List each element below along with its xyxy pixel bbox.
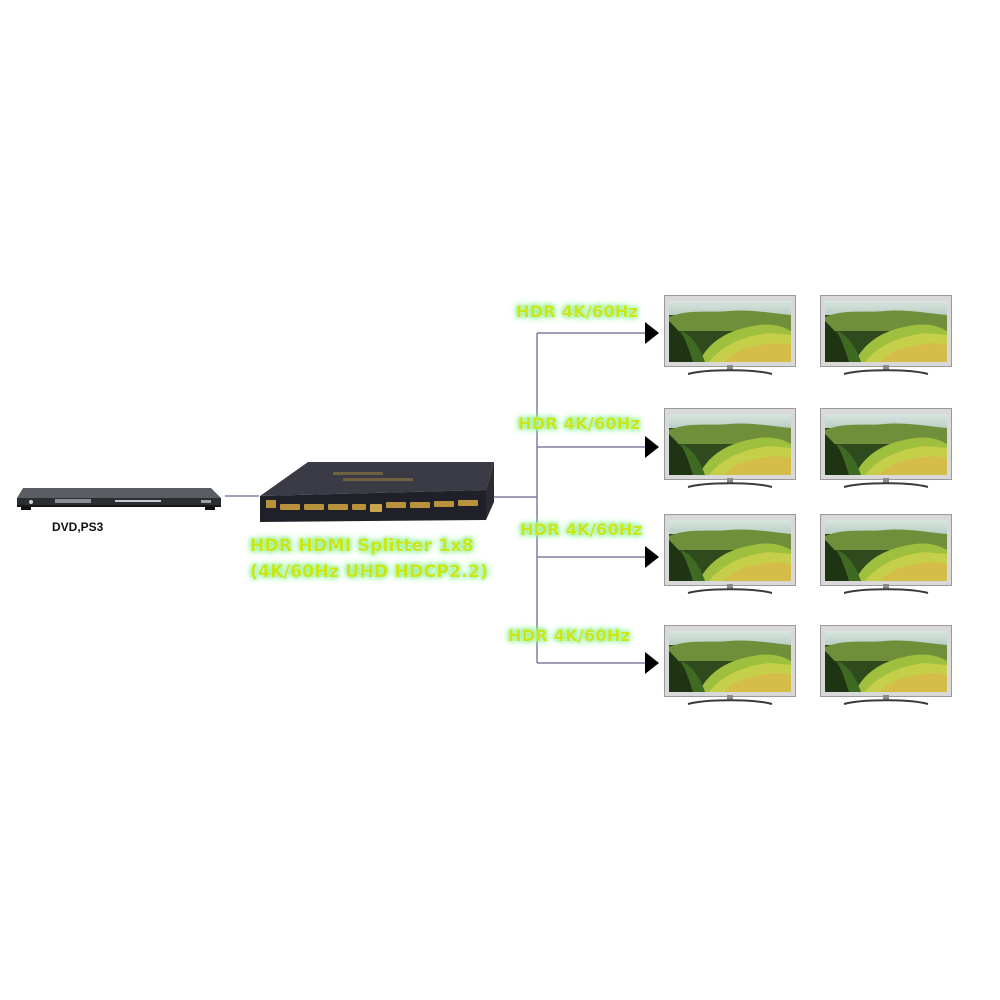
arrow-icon xyxy=(645,546,659,568)
tv-icon xyxy=(820,295,952,380)
arrow-icon xyxy=(645,436,659,458)
tv-icon xyxy=(820,408,952,493)
splitter-title-line1: HDR HDMI Splitter 1x8 xyxy=(250,536,474,556)
output-label-3: HDR 4K/60Hz xyxy=(520,520,643,539)
source-label: DVD,PS3 xyxy=(52,520,104,534)
output-label-4: HDR 4K/60Hz xyxy=(508,626,631,645)
tv-icon xyxy=(664,295,796,380)
arrow-icon xyxy=(645,322,659,344)
arrow-icon xyxy=(645,652,659,674)
output-label-2: HDR 4K/60Hz xyxy=(518,414,641,433)
output-label-1: HDR 4K/60Hz xyxy=(516,302,639,321)
tv-icon xyxy=(664,514,796,599)
tv-icon xyxy=(820,625,952,710)
hdmi-splitter-icon xyxy=(260,462,494,522)
splitter-title-line2: (4K/60Hz UHD HDCP2.2) xyxy=(250,562,489,582)
tv-icon xyxy=(664,625,796,710)
tv-icon xyxy=(820,514,952,599)
dvd-player-icon xyxy=(17,488,221,510)
tv-icon xyxy=(664,408,796,493)
